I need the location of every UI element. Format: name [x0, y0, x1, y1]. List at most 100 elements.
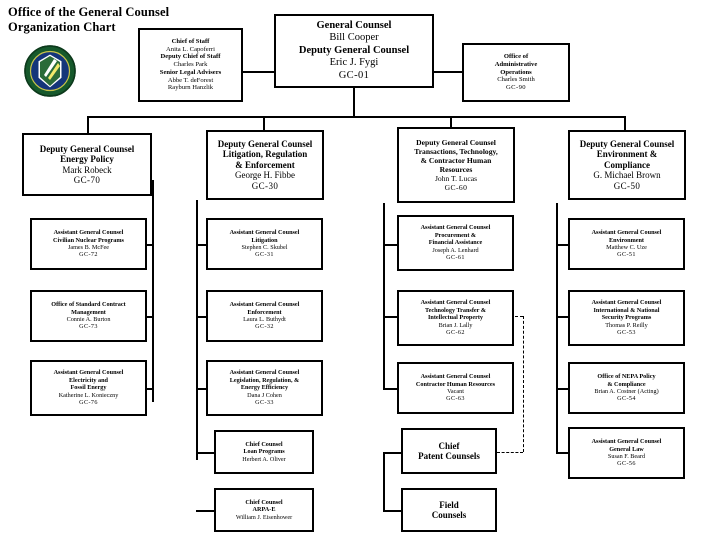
node-agc-environment[interactable]: Assistant General Counsel Environment Ma… [568, 218, 685, 270]
office-standard-contract-name: Connie A. Burton [66, 316, 111, 323]
node-agc-international[interactable]: Assistant General Counsel International … [568, 290, 685, 346]
agc-litigation-name: Stephen C. Skubel [241, 244, 288, 251]
agc-environment-name: Matthew C. Uze [606, 244, 647, 251]
connector-field-counsels [383, 510, 401, 512]
node-agc-electricity-fossil[interactable]: Assistant General Counsel Electricity an… [30, 360, 147, 416]
connector-drop-energy-policy [87, 116, 89, 136]
node-agc-civilian-nuclear[interactable]: Assistant General Counsel Civilian Nucle… [30, 218, 147, 270]
office-nepa-role-line-1: Office of NEPA Policy [597, 373, 656, 381]
agc-procurement-role-line-1: Assistant General Counsel [420, 224, 491, 232]
node-agc-litigation[interactable]: Assistant General Counsel Litigation Ste… [206, 218, 323, 270]
admin-operations-code: GC-90 [506, 84, 526, 92]
connector-stub-col4-c [556, 388, 568, 390]
node-agc-tech-transfer[interactable]: Assistant General Counsel Technology Tra… [397, 290, 514, 346]
dgc-energy-policy-name: Mark Robeck [62, 164, 112, 175]
agc-enforcement-role-line-2: Enforcement [247, 308, 282, 316]
dgc-environment-code: GC-50 [613, 180, 641, 191]
node-agc-general-law[interactable]: Assistant General Counsel General Law Su… [568, 427, 685, 479]
connector-chief-patent-stub [383, 452, 401, 454]
dgc-litigation-code: GC-30 [251, 180, 279, 191]
dgc-transactions-name: John T. Lucas [434, 174, 478, 183]
node-dgc-transactions[interactable]: Deputy General Counsel Transactions, Tec… [397, 127, 515, 203]
node-agc-procurement[interactable]: Assistant General Counsel Procurement & … [397, 215, 514, 271]
doe-seal-logo [24, 45, 76, 97]
connector-stub-col4-b [556, 316, 568, 318]
admin-operations-role-line-3: Operations [500, 68, 532, 76]
connector-stub-col1-b [147, 316, 154, 318]
connector-cos-to-gc [243, 71, 274, 73]
chief-of-staff-name-1: Anita L. Capoferri [166, 45, 215, 53]
connector-dashed-patent-v [523, 316, 524, 452]
connector-spine-col2 [196, 200, 198, 460]
admin-operations-name: Charles Smith [497, 76, 535, 84]
node-chief-of-staff[interactable]: Chief of Staff Anita L. Capoferri Deputy… [138, 28, 243, 102]
agc-civilian-nuclear-role-line-2: Civilian Nuclear Programs [53, 236, 124, 244]
chief-patent-counsels-role-line-2: Patent Counsels [418, 451, 480, 461]
chief-counsel-loan-name: Herbert A. Oliver [242, 455, 286, 463]
node-dgc-energy-policy[interactable]: Deputy General Counsel Energy Policy Mar… [22, 133, 152, 196]
connector-stub-col2-b [196, 316, 206, 318]
chief-counsel-arpae-name: William J. Eisenhower [235, 513, 293, 521]
dgc-energy-policy-role-line-2: Energy Policy [60, 154, 114, 164]
node-chief-patent-counsels[interactable]: Chief Patent Counsels [401, 428, 497, 474]
node-field-counsels[interactable]: Field Counsels [401, 488, 497, 532]
dgc-transactions-role-line-3: & Contractor Human [420, 156, 492, 165]
agc-electricity-fossil-role-line-3: Fossil Energy [70, 384, 107, 392]
agc-tech-transfer-code: GC-62 [446, 329, 465, 337]
agc-international-code: GC-53 [617, 329, 636, 337]
node-agc-legislation[interactable]: Assistant General Counsel Legislation, R… [206, 360, 323, 416]
connector-drop-transactions [450, 116, 452, 127]
chief-counsel-loan-role-line-2: Loan Programs [243, 448, 285, 456]
general-counsel-name-1: Bill Cooper [329, 32, 379, 44]
chief-counsel-arpae-role-line-2: ARPA-E [252, 506, 276, 514]
admin-operations-role-line-2: Administrative [494, 60, 538, 68]
office-nepa-role-line-2: & Compliance [607, 380, 646, 388]
dgc-energy-policy-code: GC-70 [73, 175, 101, 185]
page-title: Office of the General Counsel Organizati… [8, 5, 258, 35]
agc-legislation-role-line-2: Legislation, Regulation, & [229, 376, 300, 384]
agc-legislation-name: Dana J Cohen [247, 391, 282, 399]
node-chief-counsel-loan-programs[interactable]: Chief Counsel Loan Programs Herbert A. O… [214, 430, 314, 474]
node-office-standard-contract[interactable]: Office of Standard Contract Management C… [30, 290, 147, 342]
admin-operations-role-line-1: Office of [503, 53, 529, 60]
agc-tech-transfer-role-line-1: Assistant General Counsel [420, 299, 491, 307]
connector-dashed-patent-h1 [505, 316, 523, 317]
connector-deputy-bus [87, 116, 624, 118]
agc-civilian-nuclear-name: James B. McFee [67, 244, 110, 251]
general-counsel-code: GC-01 [338, 69, 370, 81]
dgc-transactions-role-line-1: Deputy General Counsel [416, 138, 496, 147]
connector-stub-col2-e [196, 510, 214, 512]
agc-procurement-role-line-2: Procurement & [434, 231, 477, 239]
general-counsel-role-1: General Counsel [316, 19, 392, 31]
node-agc-enforcement[interactable]: Assistant General Counsel Enforcement La… [206, 290, 323, 342]
agc-environment-role-line-1: Assistant General Counsel [591, 229, 662, 237]
general-counsel-role-2: Deputy General Counsel [298, 44, 410, 56]
connector-spine-col3 [383, 203, 385, 389]
connector-stub-col3-c [383, 388, 397, 390]
agc-civilian-nuclear-code: GC-72 [79, 251, 98, 259]
agc-electricity-fossil-code: GC-76 [79, 399, 98, 407]
office-standard-contract-code: GC-73 [79, 323, 98, 331]
connector-field-counsels-v [383, 452, 385, 510]
connector-stub-col1-c [147, 388, 154, 390]
agc-environment-code: GC-51 [617, 251, 636, 259]
node-office-nepa[interactable]: Office of NEPA Policy & Compliance Brian… [568, 362, 685, 414]
agc-enforcement-name: Laura L. Buthydt [243, 316, 286, 323]
agc-international-role-line-2: International & National [593, 306, 660, 314]
agc-procurement-code: GC-61 [446, 254, 465, 262]
agc-tech-transfer-role-line-2: Technology Transfer & [425, 306, 486, 314]
connector-gc-trunk [353, 88, 355, 117]
general-counsel-name-2: Eric J. Fygi [329, 57, 379, 69]
node-agc-contractor-hr[interactable]: Assistant General Counsel Contractor Hum… [397, 362, 514, 414]
node-dgc-environment[interactable]: Deputy General Counsel Environment & Com… [568, 130, 686, 200]
agc-enforcement-code: GC-32 [255, 323, 274, 331]
node-chief-counsel-arpa-e[interactable]: Chief Counsel ARPA-E William J. Eisenhow… [214, 488, 314, 532]
agc-legislation-role-line-3: Energy Efficiency [240, 384, 289, 392]
node-admin-operations[interactable]: Office of Administrative Operations Char… [462, 43, 570, 102]
node-general-counsel[interactable]: General Counsel Bill Cooper Deputy Gener… [274, 14, 434, 88]
node-dgc-litigation[interactable]: Deputy General Counsel Litigation, Regul… [206, 130, 324, 200]
agc-contractor-hr-role-line-1: Assistant General Counsel [420, 373, 491, 381]
connector-spine-col1 [152, 180, 154, 402]
connector-drop-environment [624, 116, 626, 133]
